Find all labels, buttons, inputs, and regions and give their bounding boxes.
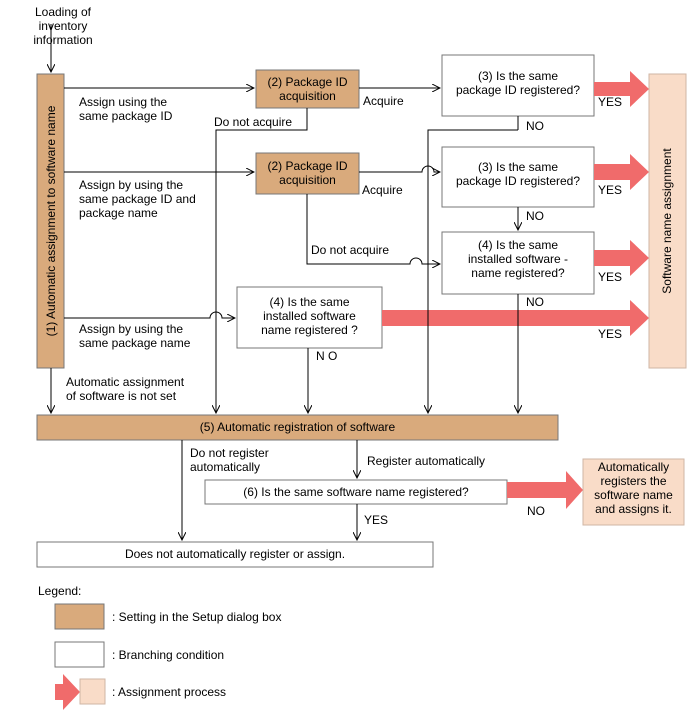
- yes-arrow-3: [594, 240, 649, 276]
- acquire-label-2: Acquire: [362, 183, 403, 197]
- yes-label-4: YES: [598, 327, 623, 341]
- installed-software-name-question-box-2: [236, 286, 383, 349]
- route-3-label: Assign by using the same package name: [79, 322, 191, 350]
- package-id-acquisition-label-1: (2) Package ID acquisition: [267, 75, 348, 103]
- do-not-register-label: Do not register automatically: [190, 446, 269, 474]
- route-1-label: Assign using the same package ID: [79, 95, 173, 123]
- auto-register-assign-label: Automatically registers the software nam…: [594, 460, 673, 516]
- legend-assign-swatch: [79, 678, 106, 705]
- same-software-name-question: (6) Is the same software name registered…: [243, 485, 469, 499]
- installed-software-name-question-2: (4) Is the same installed software name …: [261, 295, 358, 337]
- legend-setup-label: : Setting in the Setup dialog box: [112, 610, 282, 624]
- register-automatically-label: Register automatically: [367, 454, 486, 468]
- yes-label-3: YES: [598, 270, 623, 284]
- no-label-4: N O: [316, 349, 338, 363]
- software-name-assignment-label: Software name assignment: [660, 148, 674, 294]
- legend-arrow-swatch: [55, 674, 80, 710]
- package-id-acquisition-box-1: [255, 69, 360, 109]
- same-package-id-question-2: (3) Is the same package ID registered?: [455, 160, 581, 188]
- no-label-2: NO: [526, 209, 544, 223]
- installed-software-name-question-1: (4) Is the same installed software - nam…: [467, 238, 569, 280]
- acquire-label-1: Acquire: [363, 94, 404, 108]
- no-register-label: Does not automatically register or assig…: [124, 547, 346, 561]
- auto-assignment-box: [36, 73, 65, 369]
- legend-branch-label: : Branching condition: [112, 648, 225, 662]
- no-label-5: NO: [527, 504, 545, 518]
- automatic-registration-label: (5) Automatic registration of software: [199, 420, 396, 434]
- same-package-id-question-box-1: [441, 54, 595, 117]
- legend-assign-label: : Assignment process: [112, 685, 227, 699]
- same-package-id-question-box-2: [441, 146, 595, 208]
- automatic-registration-box: [36, 414, 559, 441]
- not-set-label: Automatic assignment of software is not …: [66, 375, 185, 403]
- route-3-arrow: [64, 311, 235, 318]
- yes-label-5: YES: [364, 513, 389, 527]
- do-not-acquire-path-2: [306, 194, 440, 264]
- same-software-name-question-box: [204, 479, 508, 505]
- yes-label-2: YES: [598, 183, 623, 197]
- do-not-acquire-label-2: Do not acquire: [311, 243, 390, 257]
- package-id-acquisition-label-2: (2) Package ID acquisition: [267, 159, 348, 187]
- legend-branch-swatch: [54, 641, 105, 668]
- software-name-assignment-box: [648, 73, 687, 369]
- input-label: Loading of inventory information: [33, 5, 93, 47]
- legend-setup-swatch: [54, 603, 105, 630]
- no-register-box: [36, 541, 434, 568]
- no-label-3: NO: [526, 295, 544, 309]
- no-arrow-to-assign: [507, 471, 583, 509]
- yes-arrow-1: [594, 71, 649, 107]
- no-path-1: [428, 129, 518, 413]
- yes-arrow-4: [382, 300, 649, 336]
- yes-label-1: YES: [598, 95, 623, 109]
- same-package-id-question-1: (3) Is the same package ID registered?: [455, 69, 581, 97]
- route-2-label: Assign by using the same package ID and …: [79, 178, 196, 220]
- yes-arrow-2: [594, 154, 649, 190]
- package-id-acquisition-box-2: [255, 152, 360, 195]
- legend-title: Legend:: [38, 584, 82, 598]
- auto-register-assign-box: [582, 458, 685, 526]
- auto-assignment-label: (1) Automatic assignment to software nam…: [44, 105, 58, 337]
- no-label-1: NO: [526, 119, 544, 133]
- do-not-acquire-label-1: Do not acquire: [214, 115, 293, 129]
- do-not-acquire-path-1: [216, 108, 308, 413]
